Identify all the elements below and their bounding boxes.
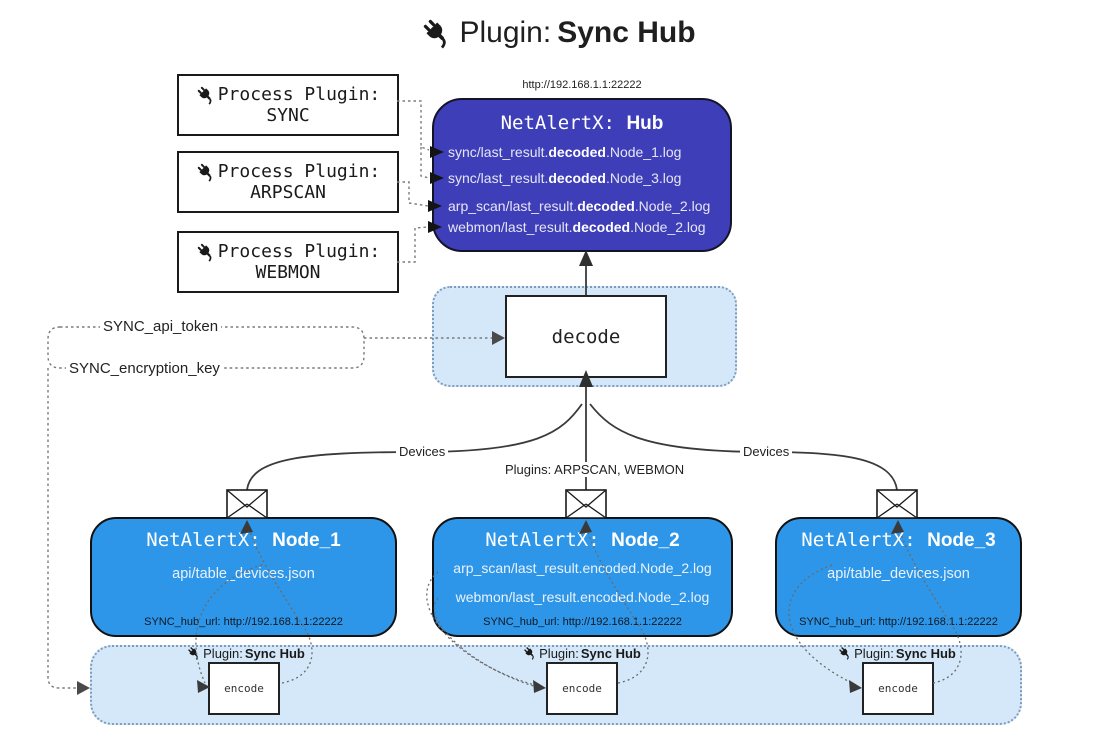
log-bold: decoded bbox=[548, 144, 606, 160]
dotted-arrowheads bbox=[77, 331, 505, 695]
encoder-label-prefix: Plugin: bbox=[539, 645, 579, 661]
encode-box: encode bbox=[862, 662, 934, 715]
node-2-box: NetAlertX: Node_2 arp_scan/last_result.e… bbox=[432, 517, 733, 637]
encoder-label-name: Sync Hub bbox=[580, 645, 641, 661]
envelope-icon bbox=[226, 489, 268, 519]
plug-icon bbox=[838, 646, 853, 660]
log-bold: decoded bbox=[572, 219, 631, 235]
sync-encryption-key-label: SYNC_encryption_key bbox=[66, 360, 223, 377]
node-file: api/table_devices.json bbox=[172, 566, 315, 582]
node-title: NetAlertX: Node_1 bbox=[92, 529, 395, 552]
encode-box: encode bbox=[546, 662, 618, 715]
encoder-label-name: Sync Hub bbox=[244, 645, 305, 661]
process-plugin-name: ARPSCAN bbox=[250, 182, 326, 203]
log-post: .Node_2.log bbox=[630, 219, 706, 235]
title-prefix: Plugin: bbox=[459, 16, 552, 49]
encode-box: encode bbox=[208, 662, 280, 715]
plug-icon bbox=[523, 646, 538, 660]
encoder-label-name: Sync Hub bbox=[895, 645, 956, 661]
plug-icon bbox=[195, 241, 216, 262]
encoder-label-prefix: Plugin: bbox=[203, 645, 243, 661]
node-title-prefix: NetAlertX: bbox=[485, 529, 600, 551]
node-title-prefix: NetAlertX: bbox=[801, 529, 916, 551]
envelope-icon bbox=[565, 489, 607, 519]
node-file: api/table_devices.json bbox=[827, 566, 970, 582]
node-title-name: Node_2 bbox=[611, 530, 680, 551]
node-title-name: Node_1 bbox=[272, 530, 341, 551]
node-hub-url: SYNC_hub_url: http://192.168.1.1:22222 bbox=[799, 616, 998, 628]
hub-log-line: webmon/last_result.decoded.Node_2.log bbox=[448, 219, 726, 237]
log-post: .Node_1.log bbox=[605, 144, 682, 160]
encoder-label-prefix: Plugin: bbox=[854, 645, 894, 661]
node-file: arp_scan/last_result.encoded.Node_2.log bbox=[453, 560, 712, 576]
node-title-prefix: NetAlertX: bbox=[146, 529, 261, 551]
edge-label-devices-left: Devices bbox=[396, 444, 449, 459]
log-bold: decoded bbox=[577, 198, 635, 214]
plug-icon bbox=[195, 161, 216, 182]
encoder-label: Plugin: Sync Hub bbox=[512, 645, 652, 661]
node-hub-url: SYNC_hub_url: http://192.168.1.1:22222 bbox=[144, 616, 343, 628]
hub-box: NetAlertX: Hub sync/last_result.decoded.… bbox=[432, 98, 732, 252]
process-plugin-sync: Process Plugin: SYNC bbox=[177, 74, 399, 136]
edge-label-plugins: Plugins: ARPSCAN, WEBMON bbox=[502, 462, 688, 477]
process-plugin-name: SYNC bbox=[266, 105, 310, 126]
plugin-hub-connectors bbox=[397, 100, 430, 263]
process-plugin-label: Process Plugin: bbox=[217, 241, 381, 262]
log-pre: sync/last_result. bbox=[448, 170, 549, 186]
hub-log-line: sync/last_result.decoded.Node_1.log bbox=[448, 144, 726, 162]
process-plugin-label: Process Plugin: bbox=[217, 84, 381, 105]
plug-icon bbox=[195, 84, 216, 105]
log-post: .Node_2.log bbox=[634, 198, 711, 214]
sync-api-token-label: SYNC_api_token bbox=[100, 318, 222, 335]
hub-log-line: sync/last_result.decoded.Node_3.log bbox=[448, 170, 726, 188]
hub-title-name: Hub bbox=[626, 113, 664, 134]
node-hub-url: SYNC_hub_url: http://192.168.1.1:22222 bbox=[483, 616, 682, 628]
hub-log-line: arp_scan/last_result.decoded.Node_2.log bbox=[448, 198, 726, 216]
node-title-name: Node_3 bbox=[927, 530, 996, 551]
plug-icon bbox=[421, 17, 454, 49]
log-bold: decoded bbox=[548, 170, 606, 186]
hub-title-prefix: NetAlertX: bbox=[500, 112, 615, 134]
process-plugin-arpscan: Process Plugin: ARPSCAN bbox=[177, 151, 399, 213]
node-file: webmon/last_result.encoded.Node_2.log bbox=[455, 589, 710, 605]
envelope-icon bbox=[876, 489, 918, 519]
plug-icon bbox=[187, 646, 202, 660]
process-plugin-name: WEBMON bbox=[255, 262, 321, 283]
envelope-icons bbox=[226, 489, 918, 519]
encoder-label: Plugin: Sync Hub bbox=[176, 645, 316, 661]
node-title: NetAlertX: Node_2 bbox=[434, 529, 731, 552]
process-plugin-label: Process Plugin: bbox=[217, 161, 381, 182]
edge-label-devices-right: Devices bbox=[740, 444, 793, 459]
decode-box: decode bbox=[505, 295, 667, 378]
hub-url: http://192.168.1.1:22222 bbox=[522, 79, 642, 91]
node-3-box: NetAlertX: Node_3 api/table_devices.json… bbox=[775, 517, 1022, 637]
node-title: NetAlertX: Node_3 bbox=[777, 529, 1020, 552]
hub-title: NetAlertX: Hub bbox=[434, 112, 730, 135]
log-pre: arp_scan/last_result. bbox=[448, 198, 578, 214]
process-plugin-webmon: Process Plugin: WEBMON bbox=[177, 231, 399, 293]
log-post: .Node_3.log bbox=[605, 170, 682, 186]
log-pre: sync/last_result. bbox=[448, 144, 549, 160]
node-1-box: NetAlertX: Node_1 api/table_devices.json… bbox=[90, 517, 397, 637]
encoder-label: Plugin: Sync Hub bbox=[827, 645, 967, 661]
title-name: Sync Hub bbox=[557, 16, 696, 49]
page-title: Plugin: Sync Hub bbox=[0, 16, 1117, 50]
log-pre: webmon/last_result. bbox=[448, 219, 573, 235]
